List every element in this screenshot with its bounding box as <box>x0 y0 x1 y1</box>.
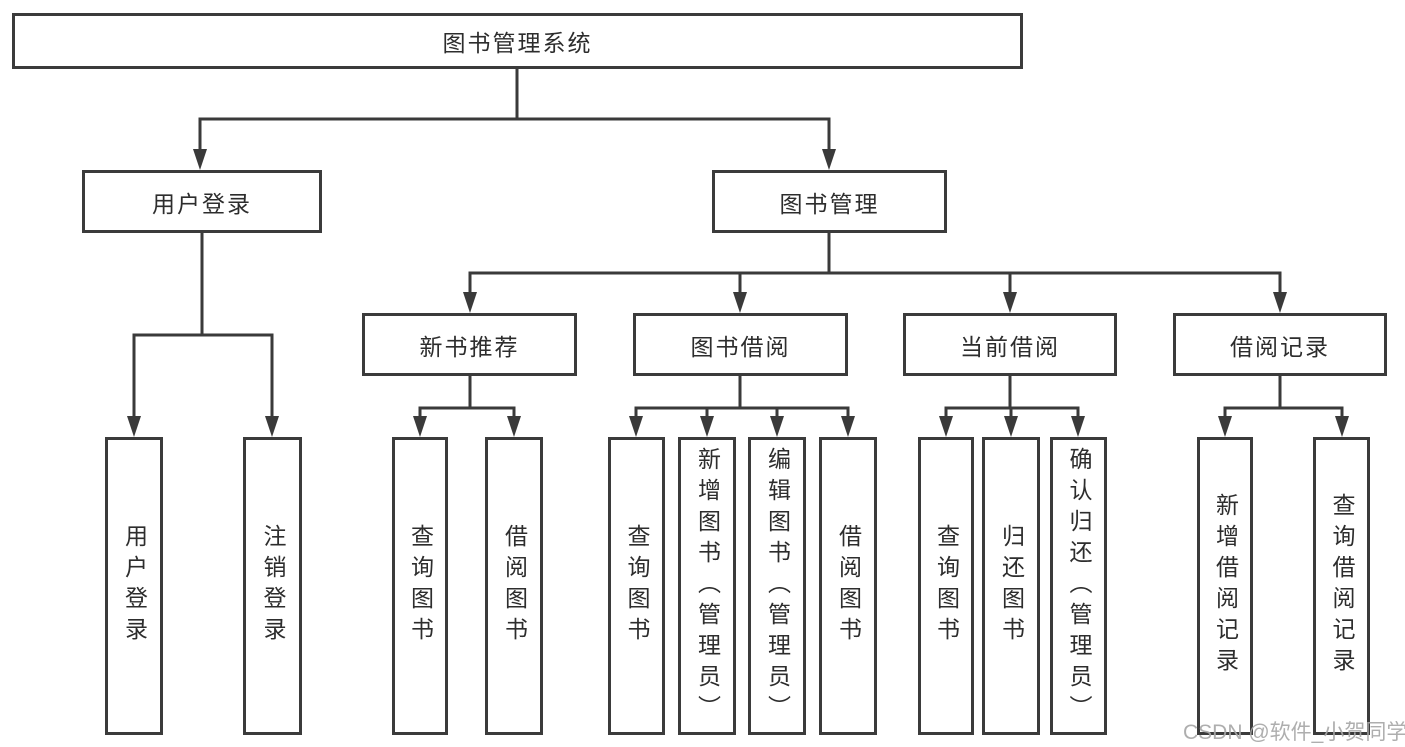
node-borrow-record: 借阅记录 <box>1173 313 1387 376</box>
node-label: 编辑图书（管理员） <box>764 446 791 726</box>
leaf-current-query-book: 查询图书 <box>918 437 974 735</box>
node-user-login: 用户登录 <box>82 170 322 233</box>
leaf-record-add-borrow-record: 新增借阅记录 <box>1197 437 1253 735</box>
node-label: 借阅图书 <box>835 524 862 648</box>
node-label: 新增借阅记录 <box>1212 493 1239 679</box>
node-label: 图书借阅 <box>690 333 791 360</box>
leaf-record-query-borrow-record: 查询借阅记录 <box>1313 437 1370 735</box>
leaf-current-return-book: 归还图书 <box>982 437 1040 735</box>
node-label: 用户登录 <box>152 190 252 217</box>
node-label: 查询图书 <box>933 524 960 648</box>
leaf-borrow-add-book-admin: 新增图书（管理员） <box>678 437 736 735</box>
leaf-borrow-edit-book-admin: 编辑图书（管理员） <box>748 437 806 735</box>
node-label: 确认归还（管理员） <box>1066 446 1092 726</box>
node-label: 查询借阅记录 <box>1329 493 1355 679</box>
node-label: 注销登录 <box>260 524 286 648</box>
leaf-user-login: 用户登录 <box>105 437 163 735</box>
leaf-current-confirm-return-admin: 确认归还（管理员） <box>1050 437 1107 735</box>
node-system-root: 图书管理系统 <box>12 13 1023 69</box>
leaf-borrow-query-book: 查询图书 <box>608 437 665 735</box>
leaf-logout: 注销登录 <box>243 437 302 735</box>
node-label: 用户登录 <box>121 524 148 648</box>
node-label: 当前借阅 <box>960 333 1060 360</box>
node-label: 查询图书 <box>407 524 434 648</box>
node-book-management: 图书管理 <box>712 170 947 233</box>
node-label: 借阅记录 <box>1230 333 1330 360</box>
arrowheads <box>127 149 1349 437</box>
leaf-borrow-borrow-book: 借阅图书 <box>819 437 877 735</box>
node-label: 借阅图书 <box>501 524 528 648</box>
node-label: 图书管理 <box>779 190 880 217</box>
node-label: 归还图书 <box>998 524 1025 648</box>
node-label: 查询图书 <box>624 524 650 648</box>
node-new-book-recommend: 新书推荐 <box>362 313 577 376</box>
node-book-borrow: 图书借阅 <box>633 313 848 376</box>
leaf-recommend-borrow-book: 借阅图书 <box>485 437 543 735</box>
node-current-borrow: 当前借阅 <box>903 313 1117 376</box>
node-label: 图书管理系统 <box>442 30 593 56</box>
node-label: 新增图书（管理员） <box>694 446 721 726</box>
node-label: 新书推荐 <box>419 333 520 360</box>
leaf-recommend-query-book: 查询图书 <box>392 437 448 735</box>
csdn-watermark: CSDN @软件_小贺同学 <box>1183 721 1405 744</box>
